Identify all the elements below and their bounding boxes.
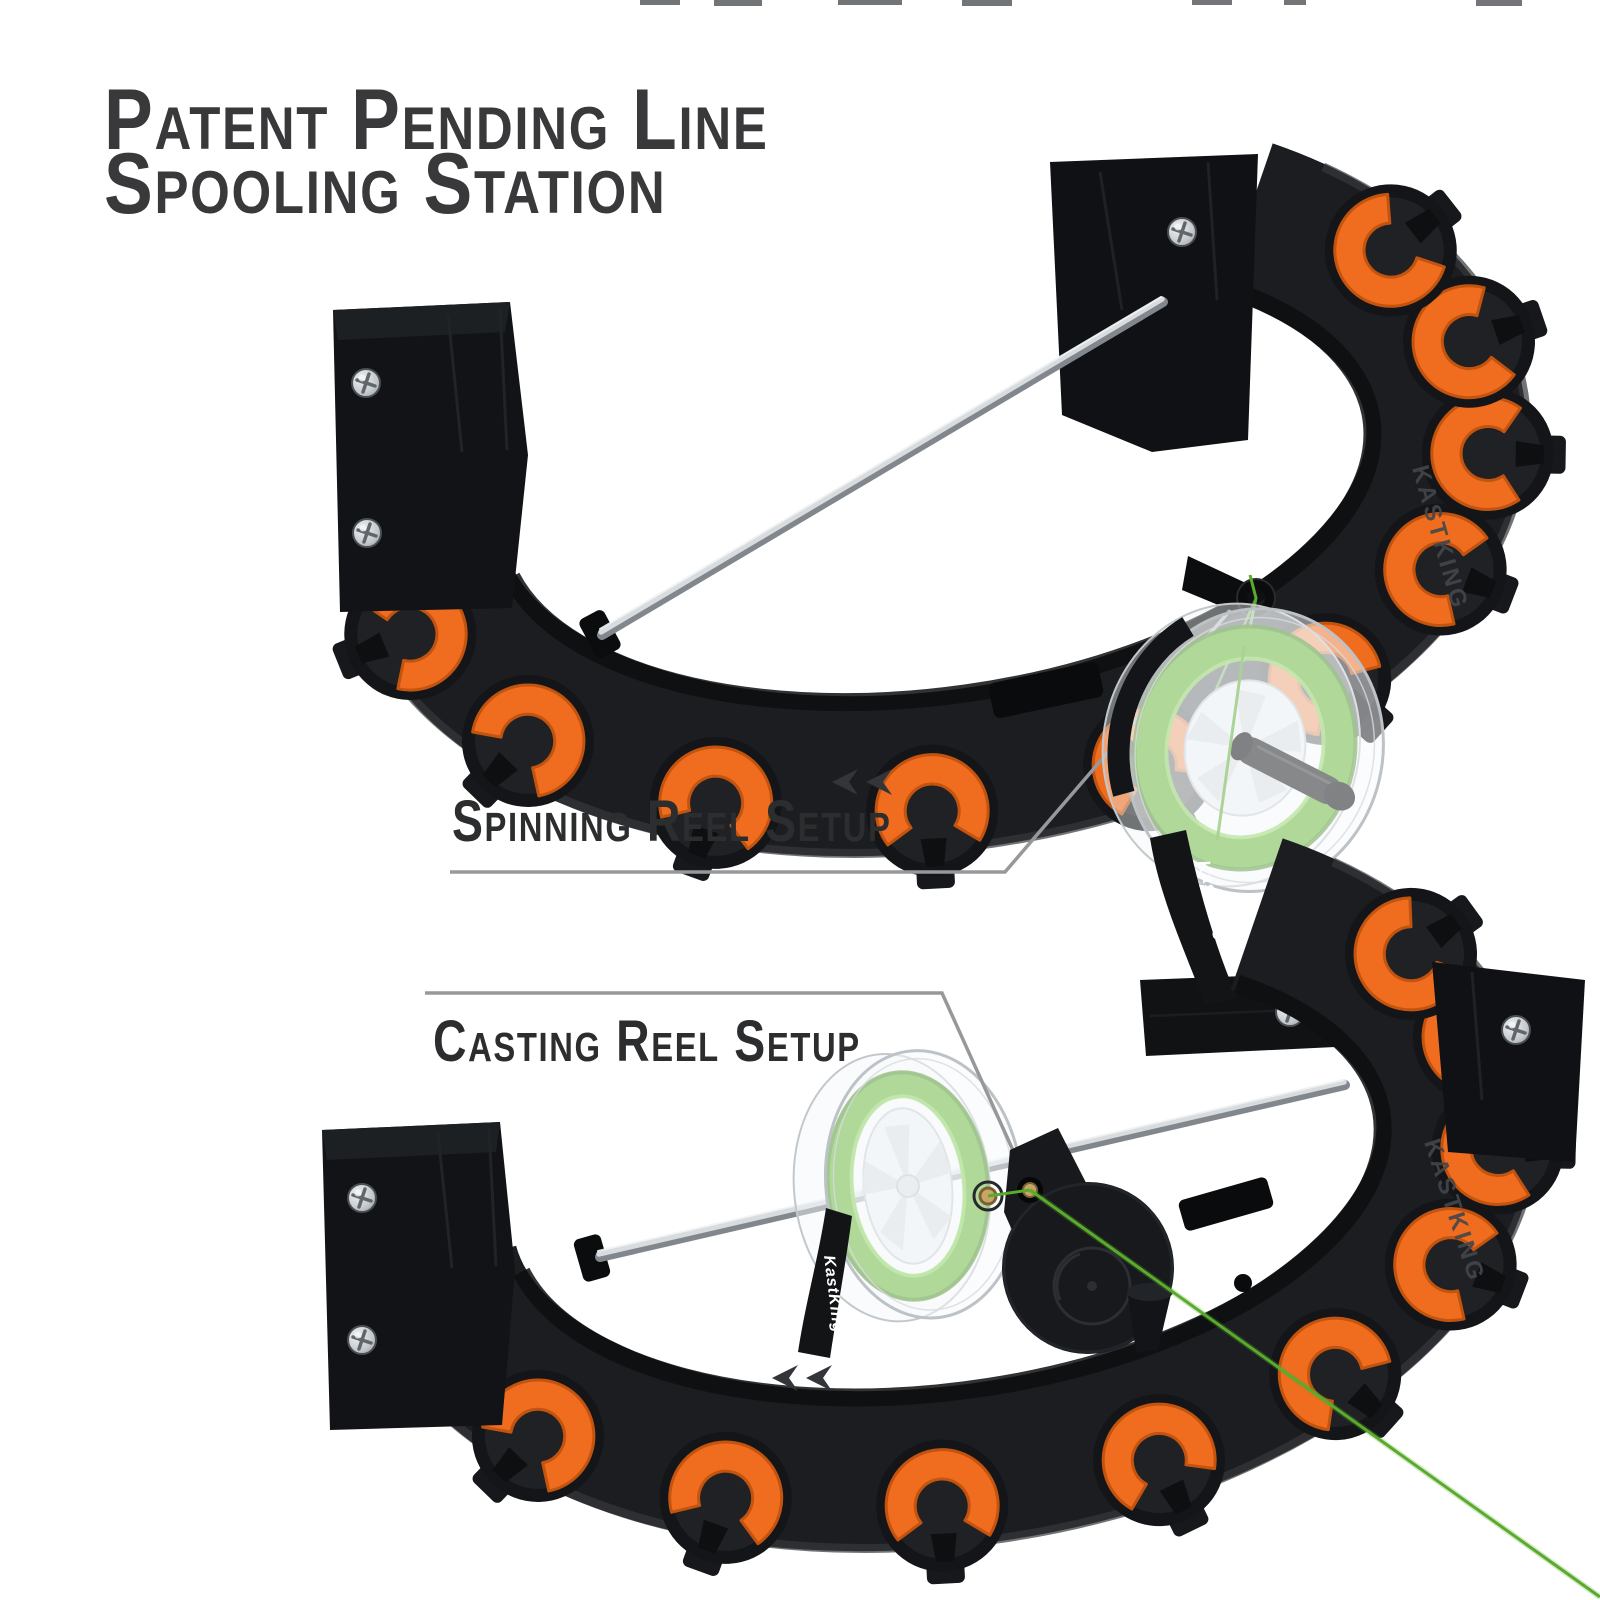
kastking-strap-bottom: KastKing bbox=[798, 1208, 852, 1358]
title-line-1: Patent Pending Line bbox=[104, 72, 769, 168]
fishing-line-bottom bbox=[987, 1187, 1600, 1600]
wall-bracket-bottom-right bbox=[1432, 962, 1585, 1162]
mounting-screw bbox=[1166, 216, 1198, 248]
kastking-hooks-logo-emboss bbox=[772, 1365, 832, 1391]
top-edge-crop-marks bbox=[640, 0, 1522, 6]
spooling-rod-top bbox=[579, 296, 1168, 658]
tensioner-post bbox=[1128, 1290, 1172, 1352]
leader-line-casting bbox=[425, 991, 1032, 1189]
spinning-reel-setup-label: Spinning Reel Setup bbox=[452, 789, 892, 854]
title-line-2: Spooling Station bbox=[104, 136, 667, 232]
mounting-screw bbox=[346, 1324, 378, 1356]
page-title: Patent Pending Line Spooling Station bbox=[104, 72, 769, 232]
wall-bracket-top-left bbox=[333, 302, 528, 612]
mounting-screw bbox=[350, 367, 382, 399]
rack-slot bbox=[988, 662, 1104, 718]
mounting-screw bbox=[346, 1182, 378, 1214]
tensioner-dial-emboss bbox=[1052, 1246, 1132, 1326]
top-rack-assembly: KASTKING bbox=[311, 143, 1569, 901]
rod-clip bbox=[573, 1234, 611, 1282]
mounting-screw bbox=[1500, 1014, 1532, 1046]
casting-reel-setup-label: Casting Reel Setup bbox=[433, 1009, 861, 1074]
line-tensioner bbox=[1002, 1128, 1174, 1354]
mounting-screw bbox=[351, 517, 383, 549]
wall-bracket-bottom-left bbox=[322, 1122, 515, 1430]
rack-inner-edge bbox=[513, 974, 1392, 1407]
rack-slot bbox=[1178, 1177, 1274, 1231]
strap-over-rim bbox=[1107, 617, 1194, 797]
kastking-hooks-logo-emboss bbox=[832, 769, 892, 795]
rack-hole bbox=[1234, 1274, 1252, 1292]
spinning-reel-spool bbox=[1101, 602, 1385, 894]
bottom-rack-assembly: KASTKING bbox=[321, 838, 1585, 1596]
